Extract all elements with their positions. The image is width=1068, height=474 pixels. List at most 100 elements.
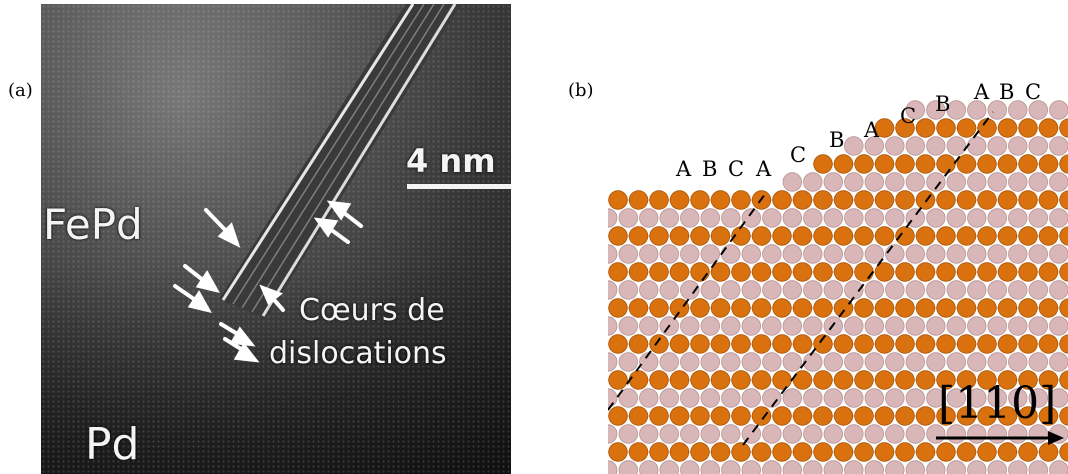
atom-orange bbox=[956, 262, 977, 282]
atom-orange bbox=[649, 442, 669, 462]
atom-pink bbox=[885, 244, 905, 264]
atom-orange bbox=[956, 298, 977, 318]
atom-pink bbox=[926, 244, 946, 264]
atom-orange bbox=[1018, 298, 1038, 318]
atom-pink bbox=[1008, 352, 1028, 372]
atom-orange bbox=[608, 406, 628, 426]
atom-pink bbox=[885, 424, 905, 444]
atom-pink bbox=[680, 352, 700, 372]
atom-orange bbox=[628, 406, 649, 426]
atom-orange bbox=[956, 442, 977, 462]
atom-pink bbox=[618, 388, 638, 408]
atom-pink bbox=[987, 100, 1008, 120]
atom-orange bbox=[997, 154, 1018, 174]
atom-pink bbox=[967, 316, 987, 336]
stacking-letter: A bbox=[676, 157, 692, 181]
stacking-fault-line-2 bbox=[742, 111, 994, 446]
atom-pink bbox=[844, 136, 864, 156]
atom-pink bbox=[680, 244, 700, 264]
atom-pink bbox=[608, 316, 618, 336]
atom-orange bbox=[874, 118, 895, 138]
atom-orange bbox=[813, 370, 833, 390]
atom-orange bbox=[792, 406, 813, 426]
atom-orange bbox=[1038, 190, 1059, 210]
atom-pink bbox=[803, 388, 823, 408]
atom-pink bbox=[844, 244, 864, 264]
atom-orange bbox=[854, 406, 874, 426]
stacking-letter: B bbox=[702, 157, 718, 181]
atom-pink bbox=[885, 388, 905, 408]
atom-orange bbox=[710, 370, 731, 390]
atom-pink bbox=[987, 244, 1008, 264]
atom-orange bbox=[1059, 190, 1068, 210]
panel-label-a: (a) bbox=[8, 80, 33, 101]
atom-pink bbox=[741, 352, 762, 372]
atom-orange bbox=[1018, 226, 1038, 246]
atom-pink bbox=[844, 280, 864, 300]
atom-pink bbox=[823, 244, 844, 264]
atom-orange bbox=[956, 118, 977, 138]
atom-orange bbox=[997, 118, 1018, 138]
atom-pink bbox=[946, 172, 967, 192]
atom-pink bbox=[987, 208, 1008, 228]
atom-pink bbox=[946, 244, 967, 264]
atom-pink bbox=[1049, 208, 1068, 228]
atom-orange bbox=[936, 190, 956, 210]
atom-pink bbox=[680, 424, 700, 444]
atom-orange bbox=[772, 370, 792, 390]
atom-orange bbox=[669, 298, 690, 318]
atom-orange bbox=[792, 226, 813, 246]
atom-pink bbox=[762, 208, 782, 228]
atom-orange bbox=[833, 154, 854, 174]
atom-orange bbox=[936, 406, 956, 426]
atom-orange bbox=[874, 370, 895, 390]
atom-orange bbox=[915, 118, 936, 138]
atom-orange bbox=[690, 226, 710, 246]
stacking-letter: B bbox=[935, 92, 951, 116]
atom-pink bbox=[639, 460, 659, 474]
atom-orange bbox=[710, 334, 731, 354]
atom-orange bbox=[915, 190, 936, 210]
atom-pink bbox=[905, 244, 926, 264]
atom-orange bbox=[874, 406, 895, 426]
atom-pink bbox=[762, 352, 782, 372]
atom-pink bbox=[803, 244, 823, 264]
atom-pink bbox=[926, 172, 946, 192]
atom-pink bbox=[864, 460, 884, 474]
atom-orange bbox=[628, 262, 649, 282]
atom-pink bbox=[864, 280, 885, 300]
atom-pink bbox=[905, 388, 926, 408]
atom-orange bbox=[854, 226, 874, 246]
atom-orange bbox=[956, 226, 977, 246]
atom-pink bbox=[987, 388, 1008, 408]
atom-orange bbox=[915, 442, 936, 462]
atom-pink bbox=[905, 136, 926, 156]
stacking-letter: C bbox=[900, 104, 917, 128]
atom-pink bbox=[608, 208, 618, 228]
atom-pink bbox=[700, 244, 721, 264]
atom-pink bbox=[1028, 388, 1049, 408]
atom-orange bbox=[690, 298, 710, 318]
atom-orange bbox=[997, 406, 1018, 426]
atom-orange bbox=[956, 190, 977, 210]
atom-pink bbox=[608, 352, 618, 372]
atom-orange bbox=[874, 190, 895, 210]
atom-orange bbox=[628, 334, 649, 354]
atom-orange bbox=[772, 442, 792, 462]
atom-orange bbox=[895, 226, 915, 246]
atom-lattice bbox=[608, 100, 1068, 474]
atom-orange bbox=[895, 190, 915, 210]
atom-pink bbox=[1049, 244, 1068, 264]
atom-orange bbox=[690, 190, 710, 210]
atom-pink bbox=[741, 280, 762, 300]
atom-pink bbox=[946, 136, 967, 156]
atom-pink bbox=[967, 172, 987, 192]
atom-orange bbox=[854, 370, 874, 390]
atom-pink bbox=[659, 424, 680, 444]
atom-orange bbox=[854, 298, 874, 318]
stacking-letter: B bbox=[999, 80, 1015, 104]
atom-pink bbox=[721, 208, 741, 228]
atom-orange bbox=[1059, 226, 1068, 246]
atom-orange bbox=[956, 334, 977, 354]
atom-orange bbox=[997, 442, 1018, 462]
